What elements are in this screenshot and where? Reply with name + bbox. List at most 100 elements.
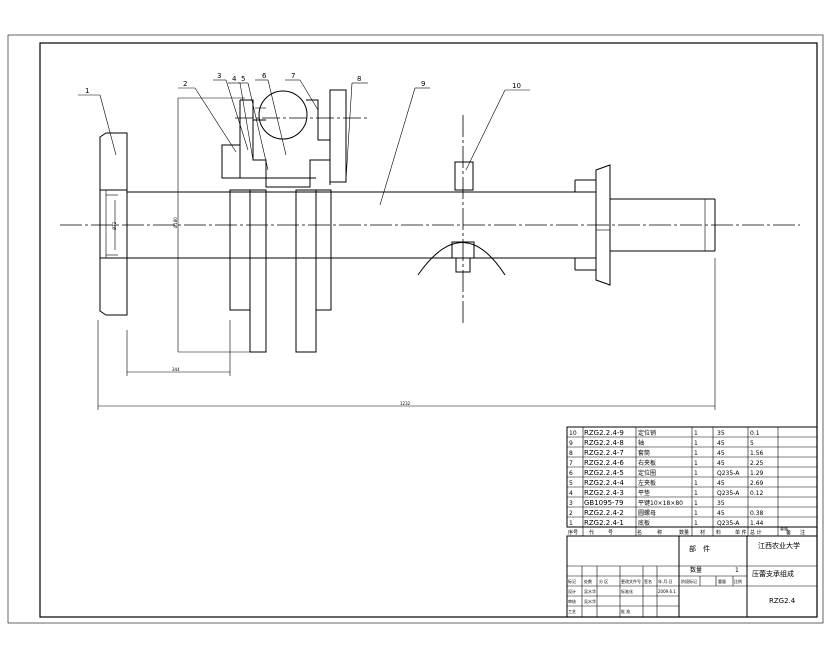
parts-row-code: RZG2.2.4-7: [584, 449, 624, 457]
clamp-assembly: [239, 89, 347, 188]
title-block: 部 件 数量 1 江西农业大学 压蕾支承组成 RZG2.4 标记 处数 分 区 …: [566, 535, 818, 618]
parts-row-weight: 0.38: [750, 510, 764, 517]
parts-row-code: RZG2.2.4-4: [584, 479, 624, 487]
dim-bore: Ø180: [173, 217, 178, 228]
parts-row-no: 1: [569, 520, 573, 527]
drawing-number: RZG2.4: [769, 597, 796, 605]
dim-left-small: Ø32: [112, 221, 117, 230]
dimension-lines: Ø32 Ø180 344 1232: [97, 97, 716, 410]
parts-row-name: 平垫: [638, 489, 650, 497]
parts-row-no: 6: [569, 470, 573, 477]
parts-row-weight: 2.25: [750, 460, 764, 467]
rev-count: 处数: [584, 578, 592, 584]
quantity-label: 数量: [690, 566, 702, 574]
parts-row-name: 定位圈: [638, 469, 656, 477]
header-cell: 料: [716, 529, 721, 536]
parts-row-material: 45: [717, 480, 725, 487]
check-label: 审核: [568, 598, 576, 604]
approve-label: 批 准: [621, 608, 630, 614]
process-label: 工艺: [568, 609, 576, 614]
rev-doc: 更改文件号: [621, 578, 641, 584]
parts-row-no: 2: [569, 510, 573, 517]
balloon-7: 7: [291, 72, 295, 80]
parts-row-qty: 1: [694, 430, 698, 437]
parts-row-material: 45: [717, 450, 725, 457]
header-cell: 序号: [568, 529, 578, 536]
leader-lines: [78, 79, 530, 206]
balloon-9: 9: [421, 80, 425, 88]
header-cell: 数量: [679, 529, 689, 536]
parts-row-name: 左夹板: [638, 479, 656, 487]
balloon-8: 8: [357, 75, 361, 83]
parts-row-weight: 0.12: [750, 490, 764, 497]
parts-row-qty: 1: [694, 490, 698, 497]
parts-row-material: 35: [717, 430, 725, 437]
dim-overall-length: 1232: [400, 401, 411, 406]
std-label: 标准化: [621, 588, 633, 594]
parts-row-weight: 0.1: [750, 430, 760, 437]
parts-row-material: Q235-A: [717, 470, 740, 477]
parts-row-code: RZG2.2.4-2: [584, 509, 624, 517]
quantity-value: 1: [735, 567, 739, 574]
parts-row-weight: 1.29: [750, 470, 764, 477]
parts-row-no: 9: [569, 440, 573, 447]
dim-hub-length: 344: [172, 367, 180, 372]
drawing-title: 压蕾支承组成: [752, 569, 794, 578]
parts-row-weight: 5: [750, 440, 754, 447]
header-cell: 注: [800, 529, 805, 536]
parts-row-name: 轴: [638, 439, 644, 447]
assembly-label: 部 件: [689, 544, 710, 553]
rev-sign: 签名: [644, 578, 652, 584]
header-cell: 代: [589, 529, 594, 536]
base-plate: [99, 132, 128, 316]
parts-row-material: 35: [717, 500, 725, 507]
locating-pin: [417, 161, 506, 276]
header-cell: 号: [608, 530, 613, 536]
parts-row-code: RZG2.2.4-8: [584, 439, 624, 447]
part-balloons: 1 2 3 4 5 6 7 8 9 10: [85, 72, 521, 95]
collar-plates: [221, 144, 332, 353]
parts-row-no: 4: [569, 490, 573, 497]
parts-row-material: 45: [717, 440, 725, 447]
rev-mark: 标记: [568, 578, 576, 584]
parts-row-weight: 1.44: [750, 520, 764, 527]
parts-row-no: 5: [569, 480, 573, 487]
parts-row-code: RZG2.2.4-5: [584, 469, 624, 477]
balloon-10: 10: [512, 82, 521, 90]
parts-row-code: GB1095-79: [584, 499, 623, 507]
parts-row-name: 定位销: [638, 429, 656, 437]
stage-mark: 阶段标记: [681, 578, 697, 584]
header-cell: 总 计: [750, 529, 762, 536]
parts-row-code: RZG2.2.4-3: [584, 489, 624, 497]
parts-row-no: 3: [569, 500, 573, 507]
balloon-6: 6: [262, 72, 267, 80]
parts-row-no: 7: [569, 460, 573, 467]
inner-frame: [39, 42, 818, 618]
parts-row-qty: 1: [694, 440, 698, 447]
parts-row-qty: 1: [694, 480, 698, 487]
parts-row-code: RZG2.2.4-9: [584, 429, 624, 437]
parts-row-no: 10: [569, 430, 577, 437]
parts-row-weight: 1.56: [750, 450, 764, 457]
check-name: 吴水华: [584, 598, 596, 604]
parts-row-qty: 1: [694, 520, 698, 527]
balloon-2: 2: [183, 80, 187, 88]
parts-row-material: 45: [717, 510, 725, 517]
rev-date: 年.月.日: [658, 578, 673, 584]
parts-row-name: 右夹板: [638, 459, 656, 467]
university-name: 江西农业大学: [758, 541, 800, 550]
parts-row-qty: 1: [694, 450, 698, 457]
header-cell: 称: [657, 529, 662, 536]
balloon-1: 1: [85, 87, 89, 95]
parts-row-qty: 1: [694, 500, 698, 507]
shaft: [127, 164, 716, 286]
design-name: 吴水华: [584, 588, 596, 594]
parts-row-material: 45: [717, 460, 725, 467]
parts-row-qty: 1: [694, 460, 698, 467]
parts-row-qty: 1: [694, 510, 698, 517]
weight-header: 重量: [780, 525, 788, 531]
header-cell: 名: [637, 529, 642, 536]
